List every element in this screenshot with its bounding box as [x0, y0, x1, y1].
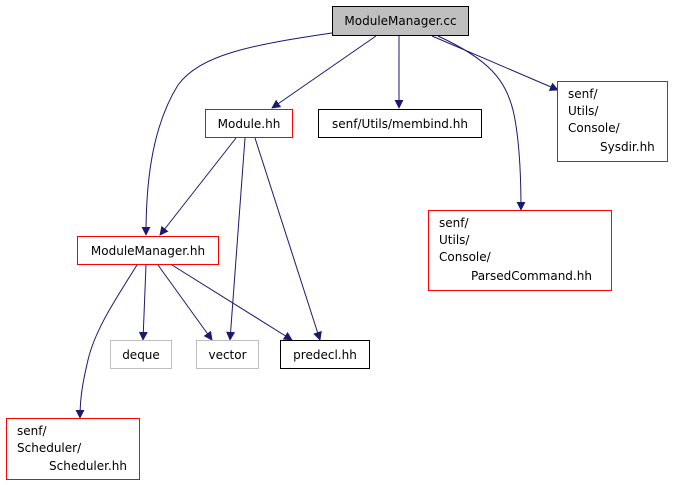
node-label-line-2: Scheduler/ [17, 441, 82, 455]
edge-modulemanager-hh-to-predecl-hh [171, 264, 293, 341]
node-label-line-2: Utils/ [568, 104, 599, 118]
node-label-line-1: senf/ [17, 424, 47, 438]
node-module-hh[interactable]: Module.hh [205, 109, 293, 138]
node-label-line-1: senf/ [439, 216, 469, 230]
node-modulemanager-cc[interactable]: ModuleManager.cc [332, 6, 469, 36]
node-label: ModuleManager.hh [90, 244, 206, 258]
node-predecl-hh[interactable]: predecl.hh [280, 340, 370, 369]
edge-modulemanager-hh-to-vector [157, 264, 213, 341]
node-label-line-2: Utils/ [439, 233, 470, 247]
edge-modulemanager-hh-to-deque [138, 264, 148, 341]
node-membind-hh[interactable]: senf/Utils/membind.hh [318, 109, 482, 138]
node-label-line-3: Console/ [568, 121, 620, 135]
edge-cc-to-modulemanager-hh [141, 32, 333, 236]
edge-module-hh-to-modulemanager-hh [159, 137, 237, 236]
node-label-line-1: senf/ [568, 87, 598, 101]
node-label: deque [122, 348, 160, 362]
node-scheduler-hh[interactable]: senf/ Scheduler/ Scheduler.hh [6, 418, 140, 480]
edge-cc-to-sysdir-hh [431, 35, 559, 91]
edge-cc-to-parsedcommand-hh [437, 35, 526, 211]
node-parsedcommand-hh[interactable]: senf/ Utils/ Console/ ParsedCommand.hh [428, 210, 612, 291]
node-label: ModuleManager.cc [344, 14, 457, 28]
node-modulemanager-hh[interactable]: ModuleManager.hh [77, 236, 219, 265]
node-label-line-4: Sysdir.hh [600, 140, 655, 154]
node-label-line-3: Scheduler.hh [49, 459, 127, 473]
edge-modulemanager-hh-to-scheduler-hh [75, 264, 138, 419]
node-sysdir-hh[interactable]: senf/ Utils/ Console/ Sysdir.hh [557, 81, 668, 162]
node-label-line-4: ParsedCommand.hh [471, 269, 592, 283]
edge-cc-to-module-hh [271, 35, 377, 109]
edge-module-hh-to-predecl-hh [254, 137, 322, 341]
node-deque[interactable]: deque [110, 340, 172, 369]
node-label: predecl.hh [293, 348, 357, 362]
node-vector[interactable]: vector [196, 340, 259, 369]
edge-module-hh-to-vector [226, 137, 246, 341]
node-label: senf/Utils/membind.hh [332, 117, 468, 131]
node-label: vector [208, 348, 247, 362]
node-label: Module.hh [217, 117, 281, 131]
node-label-line-3: Console/ [439, 250, 491, 264]
